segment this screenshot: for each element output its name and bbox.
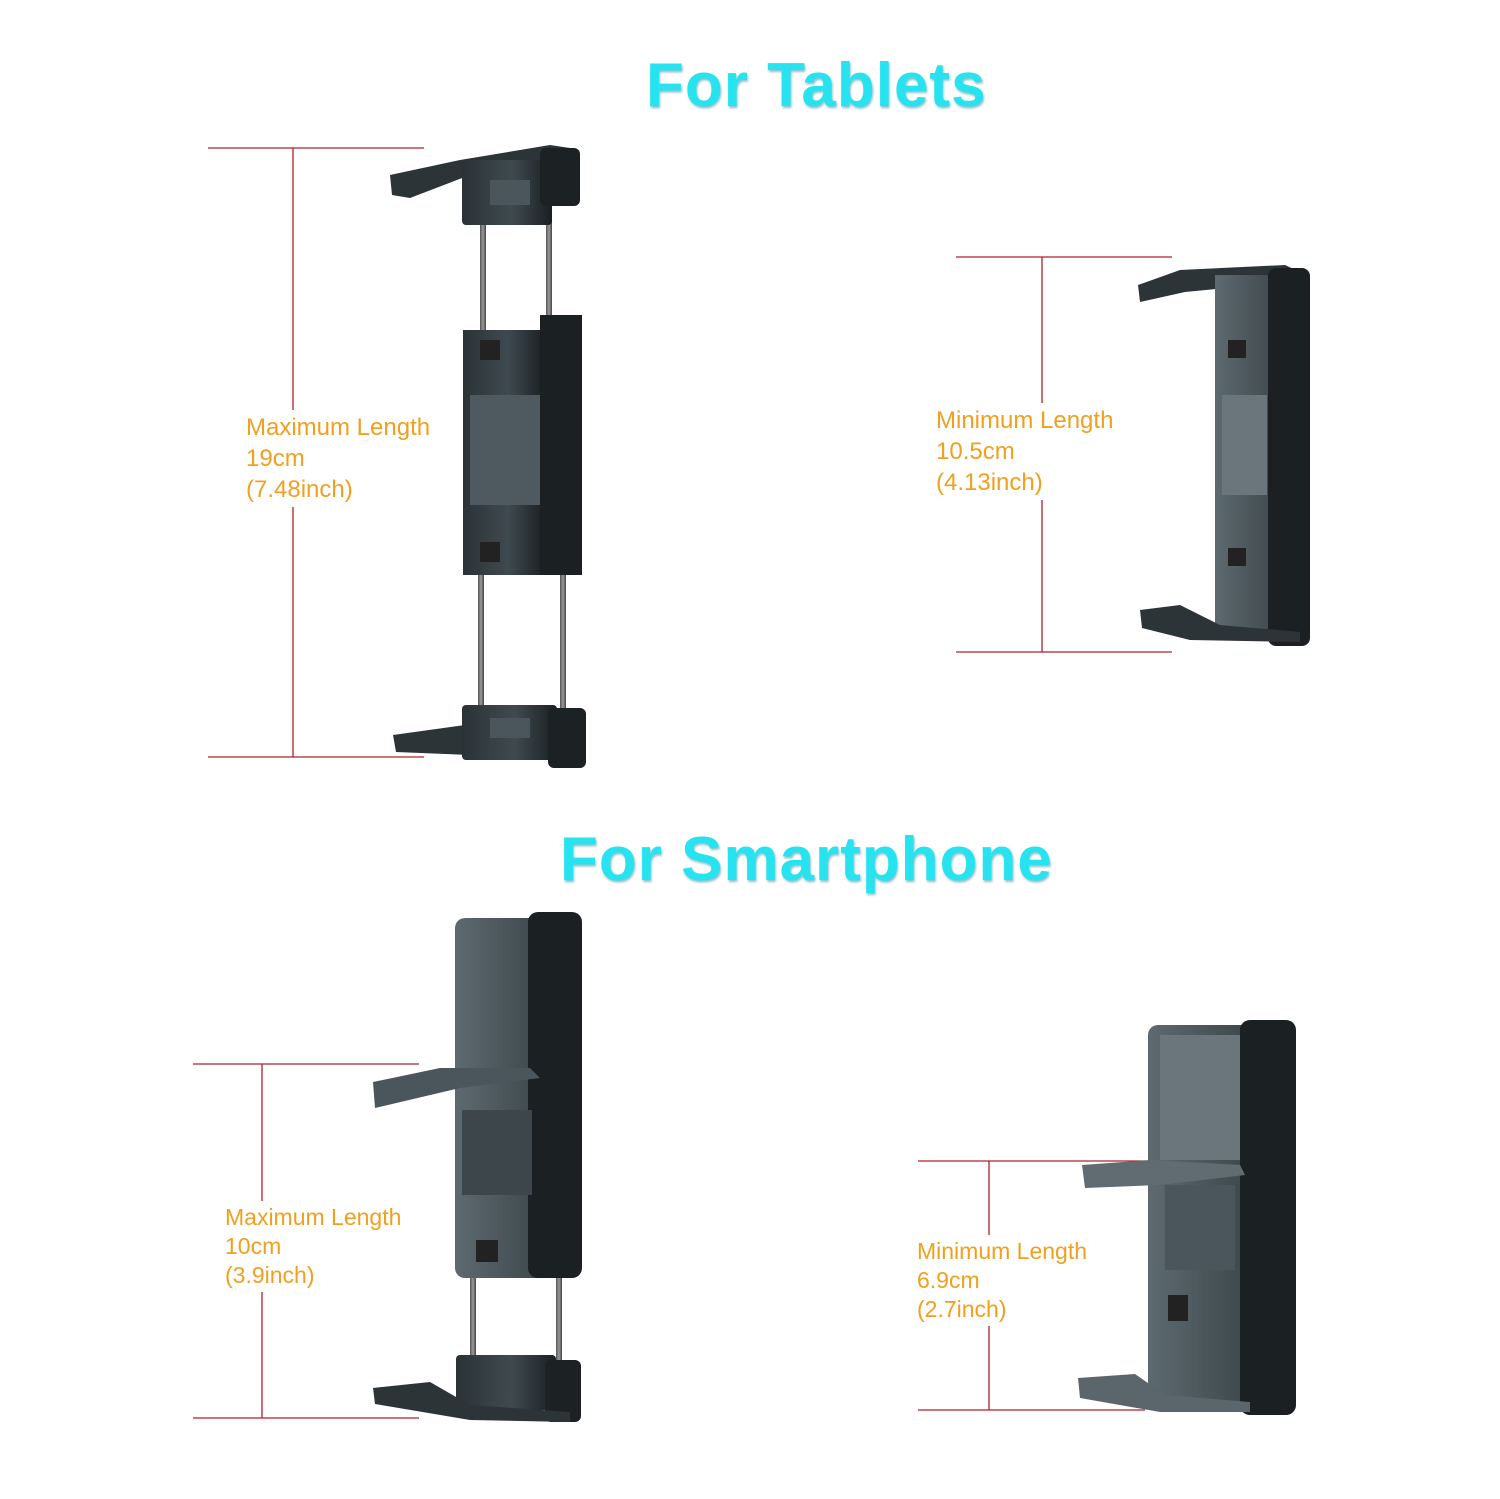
label-metric: 19cm (246, 445, 305, 472)
phone-min-label: Minimum Length 6.9cm (2.7inch) (917, 1235, 1088, 1326)
label-title: Minimum Length (936, 407, 1114, 434)
label-metric: 10cm (225, 1233, 282, 1259)
tablet-holder-extended (390, 145, 586, 768)
label-metric: 10.5cm (936, 438, 1015, 465)
label-metric: 6.9cm (917, 1267, 980, 1293)
label-title: Maximum Length (246, 414, 431, 441)
tablet-holder-retracted (1138, 265, 1310, 646)
label-title: Maximum Length (225, 1204, 402, 1230)
label-imperial: (4.13inch) (936, 469, 1043, 496)
section-title-tablets: For Tablets (646, 51, 987, 120)
tablet-max-label: Maximum Length 19cm (7.48inch) (246, 410, 431, 507)
label-imperial: (2.7inch) (917, 1296, 1007, 1322)
label-title: Minimum Length (917, 1238, 1088, 1264)
label-imperial: (3.9inch) (225, 1262, 315, 1288)
phone-holder-retracted (1078, 1020, 1296, 1415)
phone-holder-extended (373, 912, 582, 1422)
tablet-min-label: Minimum Length 10.5cm (4.13inch) (936, 403, 1114, 500)
section-title-smartphone: For Smartphone (560, 825, 1053, 894)
label-imperial: (7.48inch) (246, 476, 353, 503)
phone-max-label: Maximum Length 10cm (3.9inch) (225, 1201, 402, 1292)
